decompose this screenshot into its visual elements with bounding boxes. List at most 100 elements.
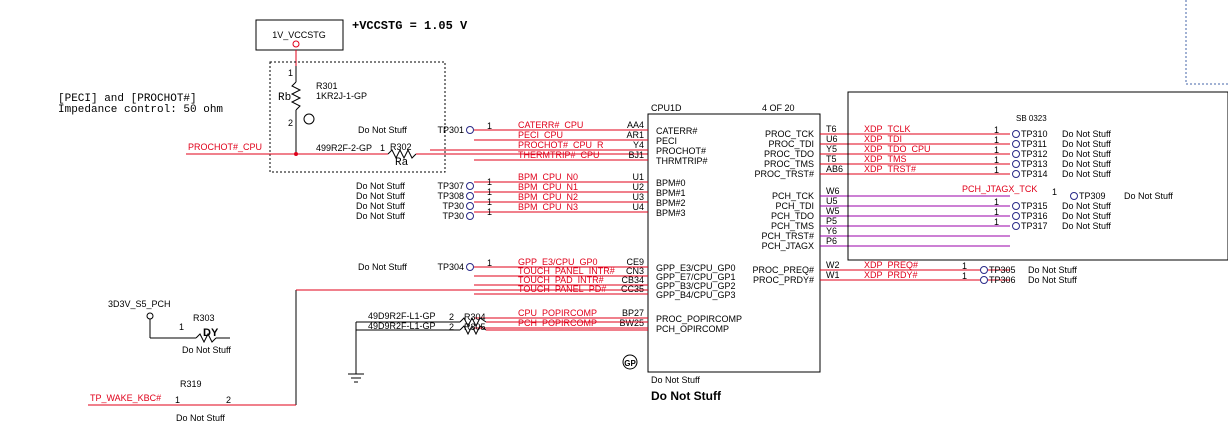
right-ball: W5 [826,206,840,216]
right-pin-name: PROC_TRST# [754,169,814,179]
left-pin-name: GPP_B4/CPU_GP3 [656,290,736,300]
right-ball: W2 [826,260,840,270]
r319-dns: Do Not Stuff [176,413,225,423]
left-net-label: CATERR#_CPU [518,120,583,130]
vccstg-net-box [255,19,344,51]
peci-note-line2: Impedance control: 50 ohm [58,104,223,116]
right-pin-name: PCH_TDO [771,211,814,221]
testpoint-dns: Do Not Stuff [1028,275,1077,285]
testpoint-ref: TP309 [1079,191,1106,201]
left-pin-name: BPM#0 [656,178,686,188]
right-ball: P6 [826,236,837,246]
testpoint-icon [1012,140,1020,148]
left-net-label: TOUCH_PAD_INTR# [518,275,604,285]
left-net-label: BPM_CPU_N3 [518,202,578,212]
testpoint-ref: TP313 [1021,159,1048,169]
testpoint-icon [1070,192,1078,200]
left-ball: U3 [632,192,644,202]
testpoint-pin: 1 [994,207,999,217]
r301-resistor [290,81,302,111]
testpoint-ref: TP30 [442,201,464,211]
left-ball: CC35 [621,284,644,294]
left-net-label: THERMTRIP#_CPU [518,150,600,160]
testpoint-pin: 1 [962,261,967,271]
right-net-label: XDP_TDO_CPU [864,144,931,154]
right-net-label: XDP_TDI [864,134,902,144]
testpoint-pin: 1 [994,217,999,227]
testpoint-pin: 1 [1052,187,1057,197]
r319-pin2: 2 [226,395,231,405]
testpoint-icon [1012,212,1020,220]
right-ball: AB6 [826,164,843,174]
right-pin-name: PCH_JTAGX [762,241,814,251]
r303-ref: R303 [193,313,215,323]
r301-rb-label: Rb [278,92,291,104]
testpoint-pin: 1 [487,197,492,207]
testpoint-ref: TP317 [1021,221,1048,231]
testpoint-icon [1012,202,1020,210]
right-ball: T5 [826,154,837,164]
testpoint-pin: 1 [994,155,999,165]
testpoint-dns: Do Not Stuff [356,191,405,201]
left-net-label: GPP_E3/CPU_GP0 [518,257,598,267]
offpage-dashed-box [1185,0,1228,85]
left-net-label: CPU_POPIRCOMP [518,308,597,318]
vccstg-voltage-label: +VCCSTG = 1.05 V [352,19,468,33]
left-net-label: PCH_POPIRCOMP [518,318,597,328]
testpoint-icon [466,202,474,210]
testpoint-icon [1012,222,1020,230]
peci-note-line1: [PECI] and [PROCHOT#] [58,93,197,105]
right-pin-name: PROC_PRDY# [753,275,814,285]
testpoint-dns: Do Not Stuff [1062,129,1111,139]
left-pin-name: THRMTRIP# [656,156,708,166]
left-net-label: BPM_CPU_N1 [518,182,578,192]
r304-pin: 2 [449,312,454,322]
left-pin-name: BPM#3 [656,208,686,218]
r302-resistor [387,148,417,160]
testpoint-ref: TP306 [989,275,1016,285]
testpoint-dns: Do Not Stuff [358,262,407,272]
left-pin-name: BPM#2 [656,198,686,208]
left-ball: BW25 [619,318,644,328]
testpoint-ref: TP305 [989,265,1016,275]
left-ball: BP27 [622,308,644,318]
right-net-label: XDP_PRDY# [864,270,918,280]
r303-resistor [195,332,217,344]
r302-part: 499R2F-2-GP [316,143,372,153]
testpoint-dns: Do Not Stuff [356,181,405,191]
testpoint-ref: TP311 [1021,139,1047,149]
left-pin-name: BPM#1 [656,188,686,198]
testpoint-ref: TP308 [437,191,464,201]
left-pin-name: PECI [656,136,677,146]
left-ball: BJ1 [628,150,644,160]
gp-logo-text: GP [624,359,636,368]
gp-logo-icon [622,354,638,370]
testpoint-icon [466,212,474,220]
right-ball: W1 [826,270,840,280]
right-ball: P5 [826,216,837,226]
testpoint-pin: 1 [487,121,492,131]
testpoint-dns: Do Not Stuff [1124,191,1173,201]
testpoint-dns: Do Not Stuff [1062,211,1111,221]
pullup-dashed-box [269,61,446,173]
right-ball: W6 [826,186,840,196]
left-net-label: PROCHOT#_CPU_R [518,140,604,150]
right-pin-name: PROC_TDI [768,139,814,149]
r301-pin2: 2 [288,118,293,128]
r319-ref: R319 [180,379,202,389]
testpoint-icon [1012,170,1020,178]
right-pin-name: PROC_TCK [765,129,814,139]
testpoint-icon [466,182,474,190]
prochot-net-label: PROCHOT#_CPU [188,142,262,152]
right-pin-name: PCH_TCK [772,191,814,201]
left-ball: U1 [632,172,644,182]
testpoint-dns: Do Not Stuff [1062,221,1111,231]
right-ball: U6 [826,134,838,144]
testpoint-pin: 1 [994,125,999,135]
r303-dns: Do Not Stuff [182,345,231,355]
r304-part: 49D9R2F-L1-GP [368,311,436,321]
right-pin-name: PROC_TDO [764,149,814,159]
left-ball: U2 [632,182,644,192]
left-pin-name: CATERR# [656,126,697,136]
